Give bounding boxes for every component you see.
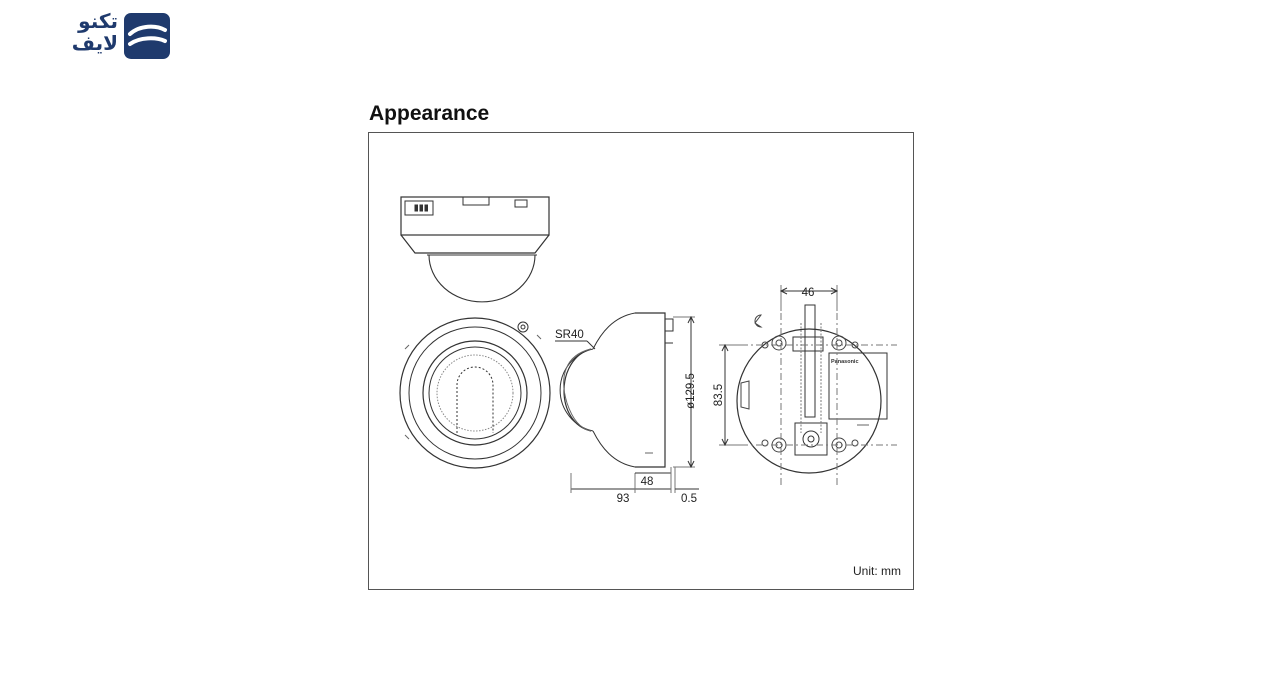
dim-label-83-5: 83.5 <box>713 384 725 406</box>
top-base-view <box>719 285 897 485</box>
dim-label-sr40: SR40 <box>555 329 584 341</box>
logo-text: تكنو لايف <box>48 10 118 54</box>
base-plate-logo: Panasonic <box>831 359 859 365</box>
brand-logo[interactable]: تكنو لايف <box>48 10 174 62</box>
front-elevation-view <box>400 196 550 303</box>
bottom-dome-view <box>399 317 551 469</box>
side-view <box>555 312 699 493</box>
page-title: Appearance <box>369 102 490 125</box>
logo-line-2: لايف <box>71 31 118 55</box>
drawing-frame: SR40 ø129.5 48 93 0.5 46 83.5 Panasonic … <box>368 132 914 590</box>
dim-label-diameter: ø129.5 <box>685 373 697 409</box>
technical-drawing: SR40 ø129.5 48 93 0.5 46 83.5 Panasonic <box>399 196 897 505</box>
dim-label-48: 48 <box>641 476 654 488</box>
dim-label-93: 93 <box>617 493 630 505</box>
unit-label: Unit: mm <box>853 564 901 578</box>
logo-line-1: تكنو <box>78 9 118 33</box>
dim-label-0-5: 0.5 <box>681 493 697 505</box>
dim-label-46: 46 <box>802 287 815 299</box>
logo-mark-icon <box>124 13 170 59</box>
